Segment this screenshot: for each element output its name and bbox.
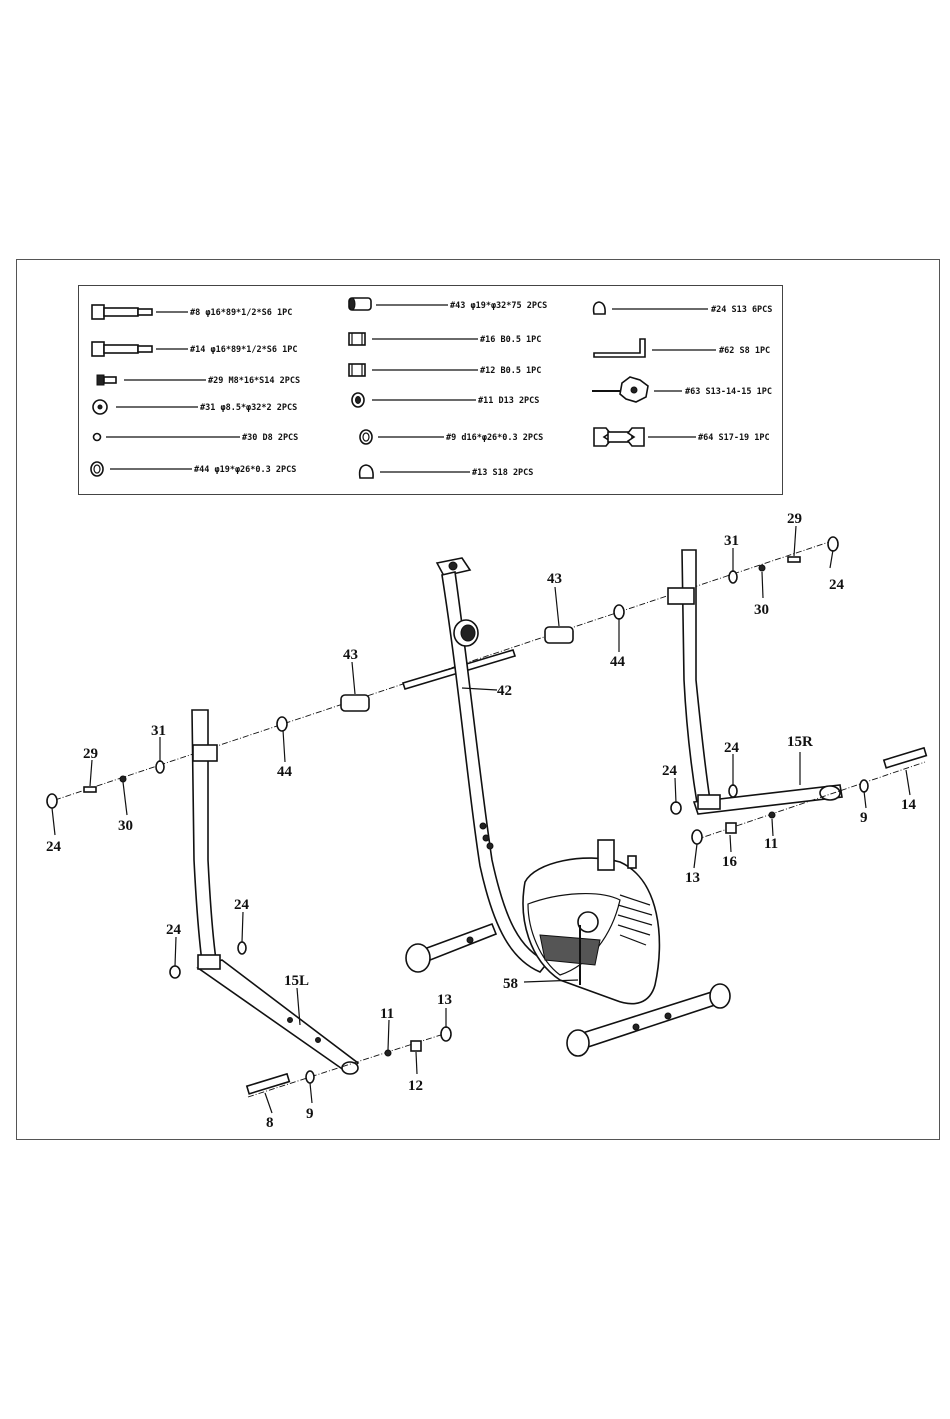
right-handle-arm [667, 549, 843, 815]
legend-item-62: #62 S8 1PC [719, 346, 770, 356]
callout-44-right: 44 [610, 654, 626, 670]
legend-item-44: #44 φ19*φ26*0.3 2PCS [194, 465, 296, 475]
callout-9-left: 9 [306, 1106, 314, 1122]
axle-hardware [46, 536, 839, 809]
callout-30-left: 30 [118, 818, 133, 834]
right-bolt-centerline [694, 761, 926, 841]
legend-column-1: #8 φ16*89*1/2*S6 1PC #14 φ16*89*1/2*S6 1… [90, 304, 300, 477]
legend-column-3: #24 S13 6PCS #62 S8 1PC #63 S13-14-15 1P… [592, 301, 772, 447]
callout-24-left-b: 24 [166, 922, 182, 938]
screw-29-icon [96, 374, 117, 386]
legend-item-24: #24 S13 6PCS [711, 305, 772, 315]
callout-15R: 15R [787, 734, 813, 750]
legend-item-29: #29 M8*16*S14 2PCS [208, 376, 300, 386]
callout-30-right: 30 [754, 602, 769, 618]
cap-24-icon [592, 301, 606, 315]
diagram-frame [16, 259, 940, 1140]
callout-31-right: 31 [724, 533, 739, 549]
callout-13-right: 13 [685, 870, 700, 886]
callout-14: 14 [901, 797, 917, 813]
legend-item-43: #43 φ19*φ32*75 2PCS [450, 301, 547, 311]
legend-item-63: #63 S13-14-15 1PC [685, 387, 772, 397]
callout-42: 42 [497, 683, 512, 699]
bolt-14-icon [91, 341, 153, 357]
callout-leader-lines [51, 525, 911, 1114]
washer-30-icon [92, 432, 102, 442]
washer-31-icon [92, 399, 108, 415]
callout-24-left-a: 24 [234, 897, 250, 913]
legend-item-11: #11 D13 2PCS [478, 396, 539, 406]
callout-24-right-mid: 24 [724, 740, 740, 756]
legend-item-30: #30 D8 2PCS [242, 433, 298, 443]
bushing-43-icon [348, 297, 372, 311]
bolt-8-icon [91, 304, 153, 320]
callout-43-left: 43 [343, 647, 358, 663]
callout-44-left: 44 [277, 764, 293, 780]
cap-13-icon [358, 464, 374, 479]
callout-43-right: 43 [547, 571, 562, 587]
callout-13-left: 13 [437, 992, 452, 1008]
nut-12-icon [348, 363, 366, 377]
legend-item-8: #8 φ16*89*1/2*S6 1PC [190, 308, 292, 318]
callout-labels: 29 31 24 30 43 44 43 42 31 29 44 30 24 1… [46, 511, 917, 1131]
legend-item-14: #14 φ16*89*1/2*S6 1PC [190, 345, 297, 355]
callout-16: 16 [722, 854, 738, 870]
callout-9-right: 9 [860, 810, 868, 826]
callout-24-left: 24 [46, 839, 62, 855]
rear-stabilizer [566, 983, 731, 1057]
wrench-63-icon [592, 376, 649, 403]
left-lower-hardware [169, 941, 452, 1095]
callout-29-left: 29 [83, 746, 98, 762]
nut-16-icon [348, 332, 366, 346]
spanner-64-icon [593, 427, 645, 447]
callout-24-right-top: 24 [829, 577, 845, 593]
flywheel-housing [522, 839, 661, 1005]
washer-11-icon [351, 392, 365, 408]
callout-58: 58 [503, 976, 518, 992]
legend-item-31: #31 φ8.5*φ32*2 2PCS [200, 403, 297, 413]
callout-8: 8 [266, 1115, 274, 1131]
legend-item-12: #12 B0.5 1PC [480, 366, 541, 376]
callout-15L: 15L [284, 973, 309, 989]
callout-12: 12 [408, 1078, 423, 1094]
parts-legend-box [78, 285, 783, 495]
tension-knob [453, 619, 479, 647]
washer-9-icon [359, 429, 373, 445]
left-handle-arm [191, 709, 360, 1075]
callout-24-right-left: 24 [662, 763, 678, 779]
front-stabilizer [405, 922, 498, 973]
callout-31-left: 31 [151, 723, 166, 739]
legend-item-9: #9 d16*φ26*0.3 2PCS [446, 433, 543, 443]
callout-11-left: 11 [380, 1006, 394, 1022]
legend-item-13: #13 S18 2PCS [472, 468, 533, 478]
allen-key-62-icon [593, 338, 646, 358]
right-lower-hardware [670, 746, 928, 845]
callout-11-right: 11 [764, 836, 778, 852]
callout-29-right: 29 [787, 511, 802, 527]
legend-column-2: #43 φ19*φ32*75 2PCS #16 B0.5 1PC #12 B0.… [348, 297, 547, 479]
legend-item-16: #16 B0.5 1PC [480, 335, 541, 345]
legend-item-64: #64 S17-19 1PC [698, 433, 770, 443]
washer-44-icon [90, 461, 104, 477]
